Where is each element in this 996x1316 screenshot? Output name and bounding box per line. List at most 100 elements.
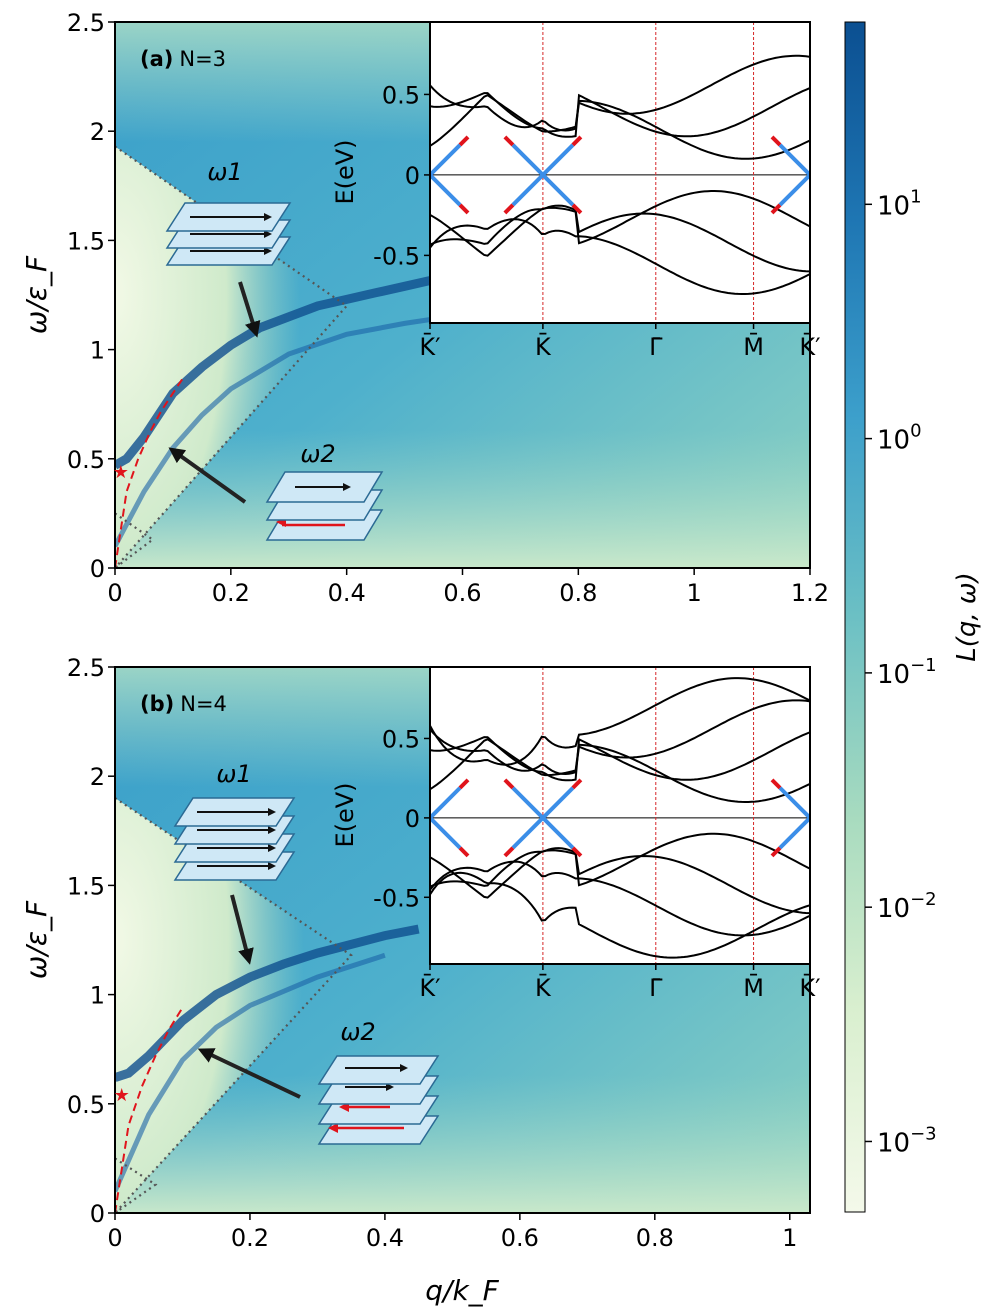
inset-y-tick-label: 0.5 (382, 725, 420, 753)
x-tick-label: 0.2 (212, 579, 250, 607)
plasmon-branch-omega2 (115, 952, 386, 1193)
y-tick-label: 2 (90, 763, 105, 791)
pointer-arrow (230, 894, 254, 965)
boundary-dotted-small (115, 1157, 158, 1213)
plasmon-branch-omega2 (115, 312, 463, 548)
dirac-cone-red (458, 135, 470, 215)
conduction-band (430, 731, 810, 782)
y-axis-ticks: 0 0.5 1 1.5 2 2.5 (67, 9, 115, 583)
y-tick-label: 2 (90, 118, 105, 146)
omega1-label: ω1 (207, 158, 242, 186)
x-tick-label: 1 (782, 1224, 797, 1252)
dirac-cone-red (770, 778, 782, 858)
inset-x-tick-label: K̄ (535, 332, 552, 361)
layer-stack-omega2: ω2 (197, 1018, 440, 1145)
colorbar-tick-label: 10−1 (877, 655, 937, 690)
panel-label: (a)N=3 (140, 47, 226, 71)
inset-y-tick-label: 0 (405, 162, 420, 190)
y-tick-label: 1 (90, 982, 105, 1010)
band-structure-inset: 0.50-0.5K̄′K̄Γ̄M̄K̄′ E(eV) (331, 21, 821, 361)
inset-y-tick-label: -0.5 (373, 242, 420, 270)
dirac-cone-red (503, 135, 583, 215)
inset-x-tick-label: K̄′ (799, 973, 820, 1002)
panel-label: (b)N=4 (140, 692, 227, 716)
layer-stack-omega2: ω2 (168, 440, 384, 541)
red-dashed-curve (115, 1007, 184, 1213)
valence-band (430, 218, 810, 295)
plasmon-branch-omega1 (115, 924, 420, 1082)
band-structure-inset: 0.50-0.5K̄′K̄Γ̄M̄K̄′ E(eV) (331, 666, 821, 1002)
inset-x-tick-label: K̄ (535, 973, 552, 1002)
valence-band (430, 190, 810, 257)
x-tick-label: 1 (687, 579, 702, 607)
x-tick-label: 1.2 (791, 579, 829, 607)
layer-stack-omega1: ω1 (173, 760, 296, 965)
inset-x-tick-label: K̄′ (419, 332, 440, 361)
y-axis-label: ω/ε_F (20, 900, 53, 979)
inset-y-tick-label: 0 (405, 805, 420, 833)
conduction-band (430, 54, 810, 132)
star-marker: ★ (113, 462, 129, 483)
y-axis-ticks: 0 0.5 1 1.5 2 2.5 (67, 654, 115, 1228)
dirac-cone-blue (778, 786, 810, 850)
continuum-wedge (115, 22, 347, 568)
star-marker: ★ (114, 1085, 130, 1106)
y-tick-label: 0.5 (67, 1091, 105, 1119)
y-tick-label: 1.5 (67, 227, 105, 255)
heatmap-bottom-shade (115, 430, 810, 568)
inset-frame (429, 21, 811, 324)
colorbar-tick-label: 101 (877, 186, 922, 221)
inset-y-label: E(eV) (331, 139, 359, 204)
y-tick-label: 0 (90, 1200, 105, 1228)
dirac-cone-red (503, 778, 583, 858)
x-tick-label: 0 (107, 1224, 122, 1252)
dirac-cone-red (458, 778, 470, 858)
colorbar-label: L(q, ω) (952, 572, 982, 662)
dirac-cone-blue (430, 786, 462, 850)
boundary-dotted (115, 797, 353, 1213)
y-tick-label: 2.5 (67, 654, 105, 682)
heatmap-bottom-shade (115, 1075, 810, 1213)
inset-x-tick-label: M̄ (743, 973, 764, 1002)
dirac-cone-blue (778, 143, 810, 207)
pointer-arrow (238, 281, 261, 338)
omega1-label: ω1 (216, 760, 251, 788)
inset-x-tick-label: K̄′ (419, 973, 440, 1002)
inset-y-tick-label: 0.5 (382, 81, 420, 109)
valence-band (430, 871, 810, 959)
valence-band (430, 204, 810, 273)
x-tick-label: 0.6 (443, 579, 481, 607)
x-tick-label: 0.6 (501, 1224, 539, 1252)
colorbar-tick-label: 10−2 (877, 889, 937, 924)
y-tick-label: 2.5 (67, 9, 105, 37)
x-tick-label: 0 (107, 579, 122, 607)
inset-background (430, 667, 810, 964)
inset-frame (429, 666, 811, 965)
y-axis-label: ω/ε_F (20, 255, 53, 334)
x-tick-label: 0.8 (559, 579, 597, 607)
inset-y-label: E(eV) (331, 782, 359, 847)
valence-band (430, 847, 810, 915)
inset-x-tick-label: K̄′ (799, 332, 820, 361)
inset-x-tick-label: Γ̄ (649, 974, 663, 1002)
conduction-band (430, 699, 810, 776)
dirac-cone-blue (511, 143, 575, 207)
y-tick-label: 0 (90, 555, 105, 583)
y-tick-label: 0.5 (67, 446, 105, 474)
inset-x-tick-label: M̄ (743, 332, 764, 361)
y-tick-label: 1 (90, 337, 105, 365)
x-tick-label: 0.4 (366, 1224, 404, 1252)
colorbar-tick-label: 100 (877, 421, 922, 456)
dirac-cone-blue (430, 143, 462, 207)
x-axis-ticks: 0 0.2 0.4 0.6 0.8 1 1.2 (107, 568, 829, 607)
inset-background (430, 22, 810, 323)
x-tick-label: 0.2 (231, 1224, 269, 1252)
y-tick-label: 1.5 (67, 872, 105, 900)
x-tick-label: 0.4 (328, 579, 366, 607)
x-axis-label: q/k_F (425, 1274, 499, 1307)
